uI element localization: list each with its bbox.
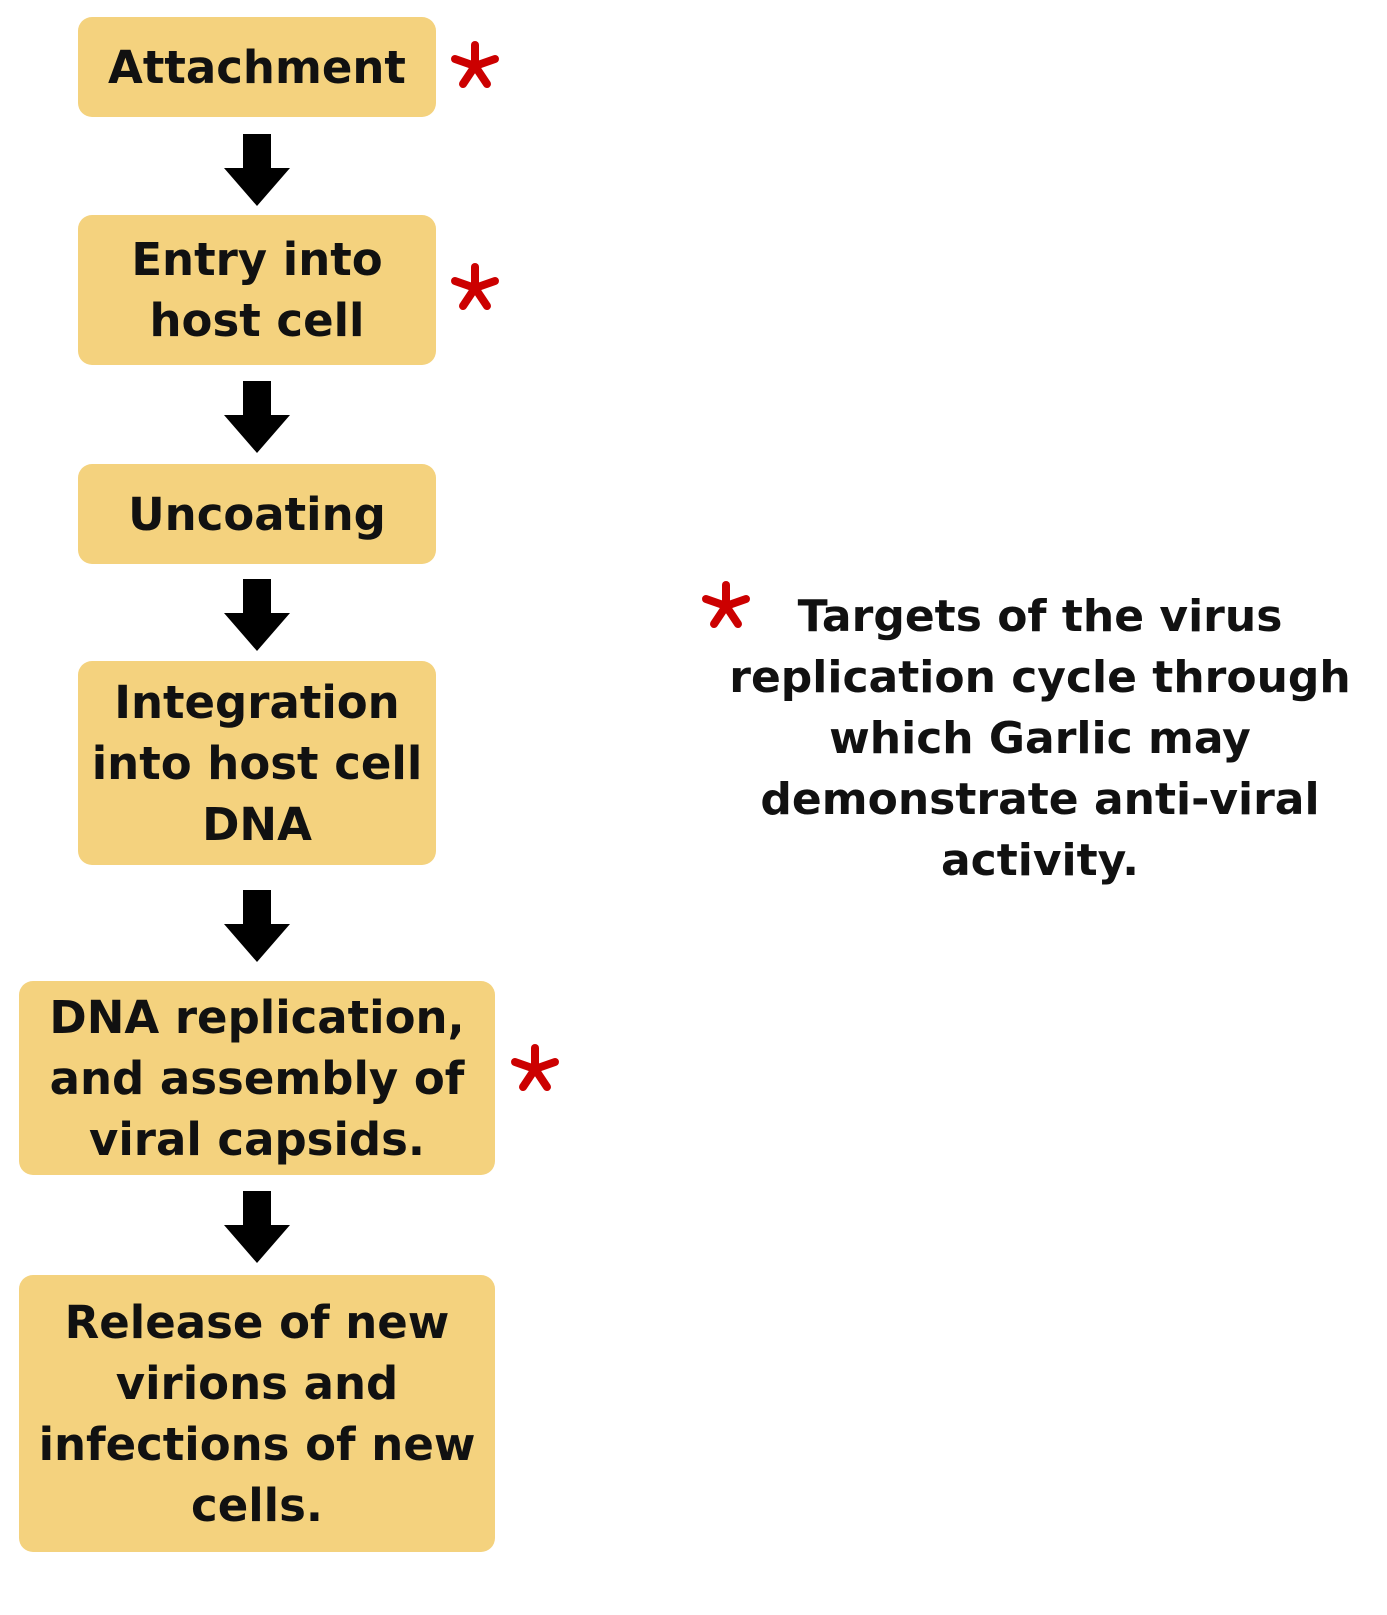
asterisk-icon xyxy=(511,1044,559,1091)
step-label: Attachment xyxy=(108,40,406,94)
step-label: DNA replication, and assembly of viral c… xyxy=(49,990,465,1166)
down-arrow-icon xyxy=(224,381,290,453)
down-arrow-icon xyxy=(224,1191,290,1263)
step-entry: Entry into host cell xyxy=(78,215,436,365)
down-arrow-icon xyxy=(224,579,290,651)
step-integration: Integration into host cell DNA xyxy=(78,661,436,865)
down-arrow-icon xyxy=(224,134,290,206)
step-label: Entry into host cell xyxy=(131,233,383,347)
step-label: Release of new virions and infections of… xyxy=(38,1295,476,1532)
step-release: Release of new virions and infections of… xyxy=(19,1275,495,1552)
asterisk-icon xyxy=(451,263,499,310)
step-replication: DNA replication, and assembly of viral c… xyxy=(19,981,495,1175)
step-uncoating: Uncoating xyxy=(78,464,436,564)
down-arrow-icon xyxy=(224,890,290,962)
asterisk-icon xyxy=(451,41,499,88)
step-label: Uncoating xyxy=(128,487,386,541)
legend-asterisk-icon xyxy=(702,581,750,628)
step-label: Integration into host cell DNA xyxy=(91,675,423,851)
legend-text: Targets of the virus replication cycle t… xyxy=(729,591,1351,886)
step-attachment: Attachment xyxy=(78,17,436,117)
